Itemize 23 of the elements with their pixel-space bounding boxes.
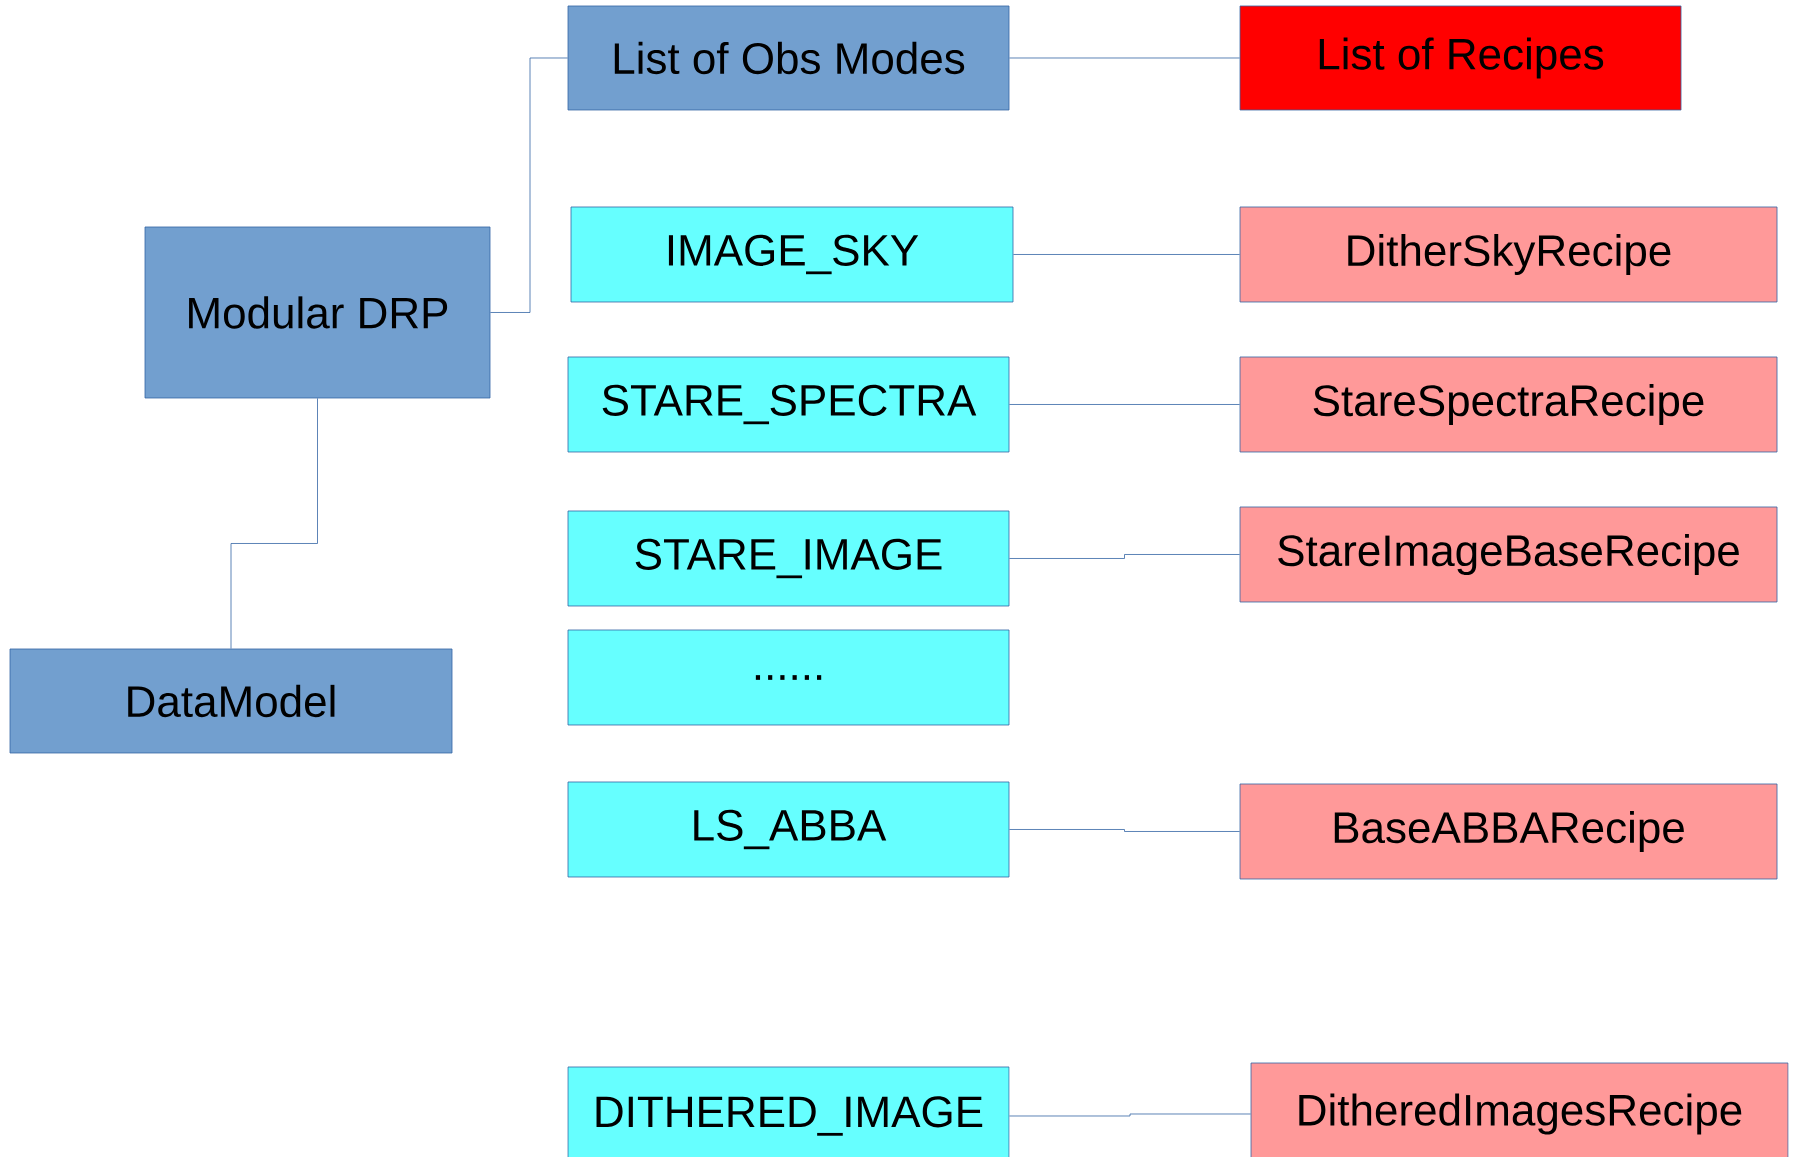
module-box: Modular DRP (144, 226, 491, 399)
header-box: List of Recipes (1239, 5, 1682, 111)
mode-box: STARE_SPECTRA (567, 356, 1010, 453)
connector-line (1009, 1113, 1251, 1117)
connector-line (230, 398, 318, 649)
mode-box: DITHERED_IMAGE (567, 1066, 1010, 1157)
mode-box: LS_ABBA (567, 781, 1010, 878)
connector-line (490, 57, 568, 313)
module-box: DataModel (9, 648, 453, 754)
recipe-box: DitheredImagesRecipe (1250, 1062, 1789, 1157)
recipe-box: StareImageBaseRecipe (1239, 506, 1778, 603)
mode-box: IMAGE_SKY (570, 206, 1014, 303)
connector-line (1009, 554, 1240, 559)
module-box: List of Obs Modes (567, 5, 1010, 111)
connector-line (1009, 404, 1240, 405)
mode-box: STARE_IMAGE (567, 510, 1010, 607)
recipe-box: StareSpectraRecipe (1239, 356, 1778, 453)
mode-box: ...... (567, 629, 1010, 726)
recipe-box: DitherSkyRecipe (1239, 206, 1778, 303)
connector-line (1013, 254, 1240, 255)
connector-line (1009, 57, 1240, 59)
recipe-box: BaseABBARecipe (1239, 783, 1778, 880)
connector-line (1009, 829, 1240, 832)
